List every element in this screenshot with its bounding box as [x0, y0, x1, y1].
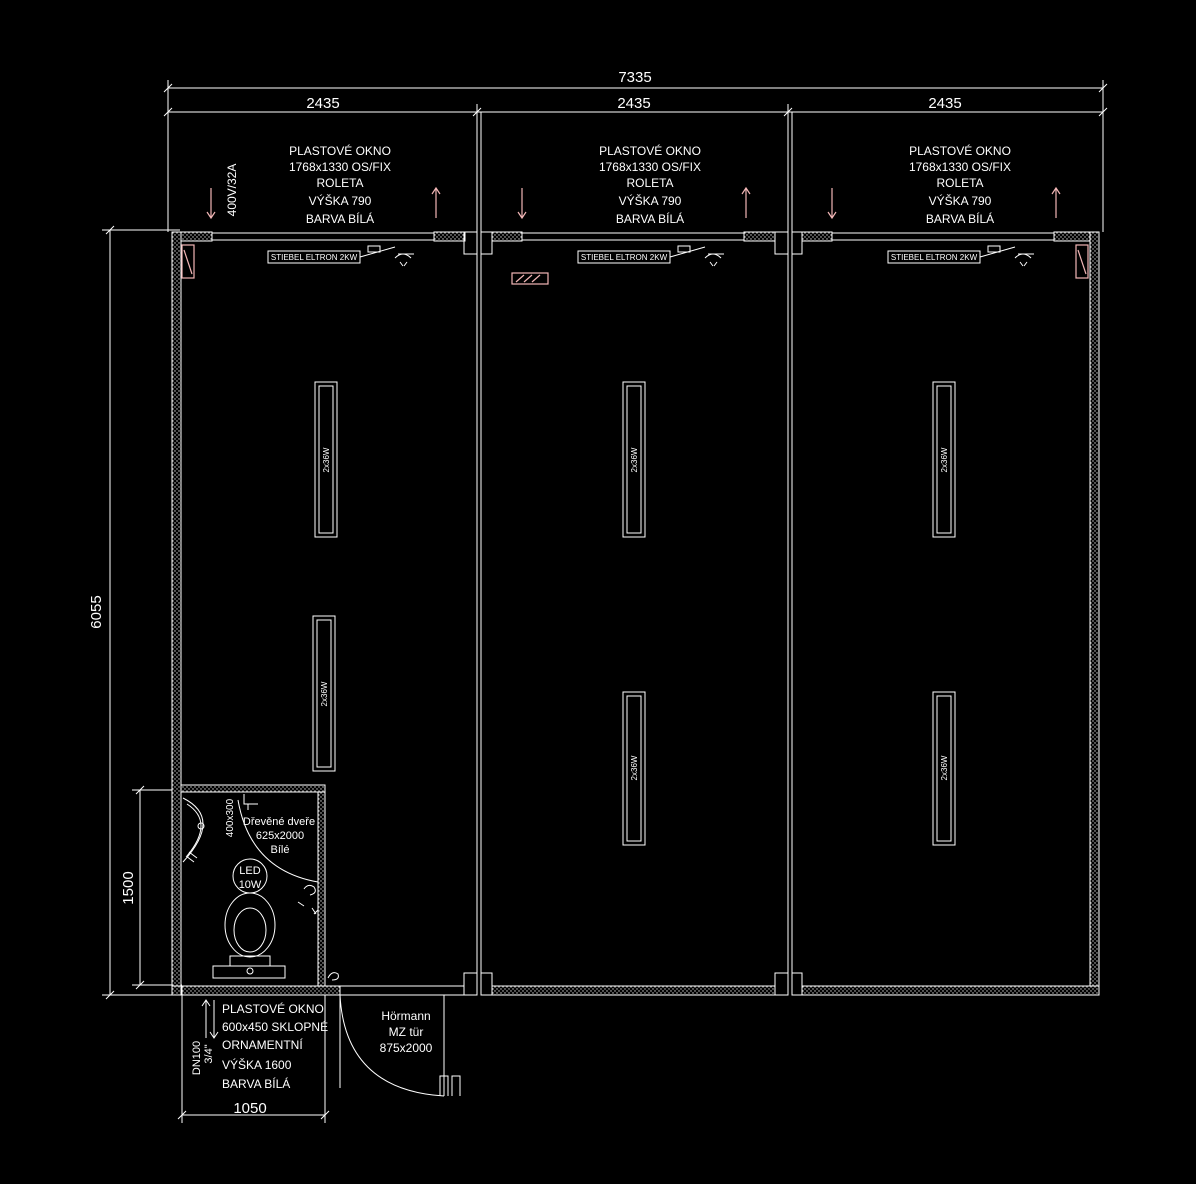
left-dimensions: 6055 1500: [88, 225, 182, 1000]
svg-text:2x36W: 2x36W: [940, 755, 949, 780]
wc-door-line-1: Dřevěné dveře: [243, 816, 315, 828]
svg-text:LED: LED: [239, 865, 260, 877]
wc-door-line-2: 625x2000: [256, 830, 304, 842]
entrance-door: Hörmann MZ tür 875x2000: [339, 994, 461, 1097]
power-label: 400V/32A: [225, 164, 239, 217]
svg-text:BARVA BÍLÁ: BARVA BÍLÁ: [222, 1076, 290, 1091]
svg-text:1768x1330 OS/FIX: 1768x1330 OS/FIX: [909, 160, 1011, 174]
light-fixture-2: 2x36W: [312, 615, 336, 772]
svg-text:600x450 SKLOPNÉ: 600x450 SKLOPNÉ: [222, 1019, 328, 1034]
svg-text:PLASTOVÉ OKNO: PLASTOVÉ OKNO: [289, 143, 391, 158]
svg-text:ROLETA: ROLETA: [626, 176, 673, 190]
svg-text:VÝŠKA 790: VÝŠKA 790: [929, 193, 992, 208]
entrance-door-line-1: Hörmann: [381, 1009, 430, 1023]
svg-text:DN100: DN100: [191, 1041, 203, 1075]
wc-window-note: PLASTOVÉ OKNO 600x450 SKLOPNÉ ORNAMENTNÍ…: [201, 999, 328, 1091]
basin-size-label: 400x300: [225, 798, 236, 837]
bottom-dimension: 1050: [177, 995, 330, 1123]
lights: 2x36W 2x36W 2x36W 2x36W 2x36W 2x36W: [312, 381, 956, 846]
wc-room: 400x300 Dřevěné dveře 625x2000 Bílé LED …: [182, 794, 339, 981]
svg-text:VÝŠKA 1600: VÝŠKA 1600: [222, 1057, 292, 1072]
light-fixture-3: 2x36W: [622, 381, 646, 538]
drain-note: DN100 3/4": [191, 1041, 215, 1075]
svg-text:ROLETA: ROLETA: [936, 176, 983, 190]
distribution-box-right: [1075, 244, 1089, 279]
window-note-2: PLASTOVÉ OKNO 1768x1330 OS/FIX ROLETA VÝ…: [599, 143, 701, 226]
wc-door-line-3: Bílé: [271, 844, 290, 856]
svg-text:1768x1330 OS/FIX: 1768x1330 OS/FIX: [599, 160, 701, 174]
svg-text:BARVA BÍLÁ: BARVA BÍLÁ: [926, 211, 994, 226]
light-fixture-4: 2x36W: [622, 691, 646, 846]
svg-text:BARVA BÍLÁ: BARVA BÍLÁ: [306, 211, 374, 226]
wc-width-dimension: 1050: [233, 1100, 266, 1117]
svg-text:2x36W: 2x36W: [940, 447, 949, 472]
svg-text:STIEBEL ELTRON 2KW: STIEBEL ELTRON 2KW: [271, 253, 358, 262]
window-note-3: PLASTOVÉ OKNO 1768x1330 OS/FIX ROLETA VÝ…: [909, 143, 1011, 226]
svg-text:PLASTOVÉ OKNO: PLASTOVÉ OKNO: [909, 143, 1011, 158]
svg-text:3/4": 3/4": [203, 1044, 215, 1063]
distribution-box-left: [181, 244, 195, 279]
vent-grille: [511, 272, 549, 285]
total-width-dimension: 7335: [618, 69, 651, 86]
heater-3: STIEBEL ELTRON 2KW: [887, 245, 1034, 267]
wash-basin: [182, 797, 204, 863]
svg-text:2x36W: 2x36W: [322, 447, 331, 472]
total-height-dimension: 6055: [88, 595, 105, 628]
module-3-width-dimension: 2435: [928, 95, 961, 112]
module-1-width-dimension: 2435: [306, 95, 339, 112]
svg-text:1768x1330 OS/FIX: 1768x1330 OS/FIX: [289, 160, 391, 174]
svg-text:2x36W: 2x36W: [630, 755, 639, 780]
heater-2: STIEBEL ELTRON 2KW: [577, 245, 724, 267]
svg-text:VÝŠKA 790: VÝŠKA 790: [619, 193, 682, 208]
svg-text:10W: 10W: [239, 879, 262, 891]
svg-text:STIEBEL ELTRON 2KW: STIEBEL ELTRON 2KW: [581, 253, 668, 262]
svg-text:STIEBEL ELTRON 2KW: STIEBEL ELTRON 2KW: [891, 253, 978, 262]
svg-text:ROLETA: ROLETA: [316, 176, 363, 190]
module-2-width-dimension: 2435: [617, 95, 650, 112]
light-fixture-5: 2x36W: [932, 381, 956, 538]
heater-1: STIEBEL ELTRON 2KW: [267, 245, 414, 267]
svg-text:VÝŠKA 790: VÝŠKA 790: [309, 193, 372, 208]
shutter-arrows: [206, 186, 1061, 220]
light-fixture-1: 2x36W: [314, 381, 338, 538]
svg-text:BARVA BÍLÁ: BARVA BÍLÁ: [616, 211, 684, 226]
svg-text:2x36W: 2x36W: [630, 447, 639, 472]
walls: [171, 112, 1100, 996]
svg-text:ORNAMENTNÍ: ORNAMENTNÍ: [222, 1037, 303, 1052]
svg-text:PLASTOVÉ OKNO: PLASTOVÉ OKNO: [599, 143, 701, 158]
wc-height-dimension: 1500: [120, 871, 137, 904]
wc-door-swing: [237, 799, 319, 883]
window-note-1: PLASTOVÉ OKNO 1768x1330 OS/FIX ROLETA VÝ…: [289, 143, 391, 226]
svg-text:2x36W: 2x36W: [320, 681, 329, 706]
light-fixture-6: 2x36W: [932, 691, 956, 846]
entrance-door-line-2: MZ tür: [389, 1025, 424, 1039]
toilet: [212, 892, 286, 979]
svg-text:PLASTOVÉ OKNO: PLASTOVÉ OKNO: [222, 1001, 324, 1016]
entrance-door-line-3: 875x2000: [380, 1041, 433, 1055]
